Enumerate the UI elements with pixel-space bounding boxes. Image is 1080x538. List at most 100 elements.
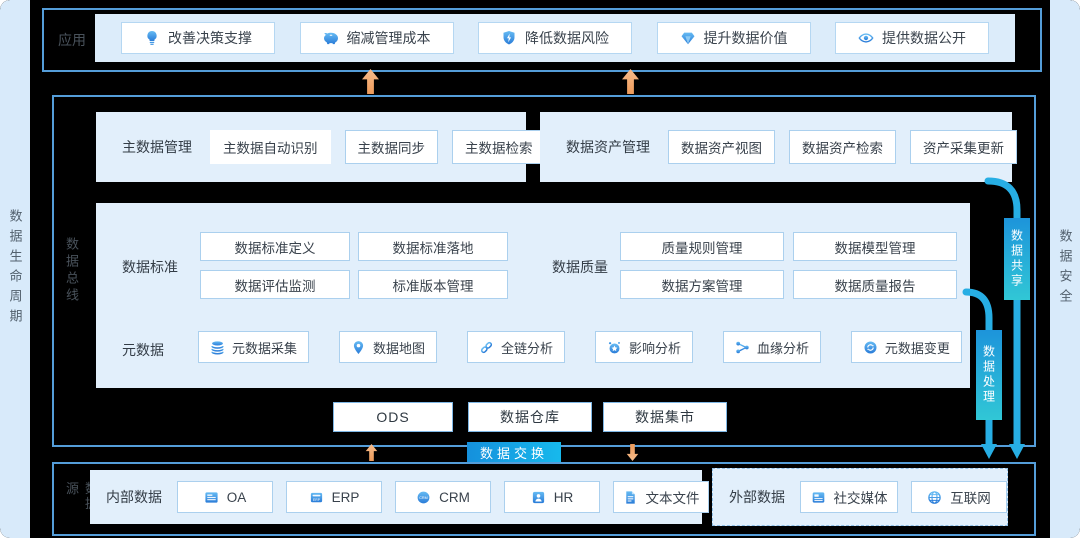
data-exchange-label: 数据交换 [479, 445, 548, 461]
crm-box: CRM CRM [395, 481, 491, 513]
text-file-icon [623, 490, 638, 505]
quality-report-box: 数据质量报告 [793, 270, 957, 299]
reduce-risk-box: 降低数据风险 [478, 22, 632, 54]
up-arrow-left-icon [362, 69, 379, 94]
data-open-label: 提供数据公开 [882, 30, 966, 46]
data-asset-label: 数据资产管理 [566, 139, 650, 155]
database-icon [210, 340, 225, 355]
oa-box: OA [177, 481, 273, 513]
bulb-icon [144, 30, 160, 46]
hr-person-icon [531, 490, 546, 505]
external-data-label: 外部数据 [729, 489, 785, 505]
impact-analysis-label: 影响分析 [628, 340, 681, 356]
master-data-auto-box: 主数据自动识别 [210, 130, 331, 164]
asset-search-box: 数据资产检索 [789, 130, 896, 164]
chain-link-icon [479, 340, 494, 355]
increase-value-label: 提升数据价值 [703, 30, 788, 46]
improve-decision-box: 改善决策支撑 [121, 22, 275, 54]
data-bus-label: 数据总线 [64, 237, 79, 305]
master-data-label: 主数据管理 [122, 139, 192, 155]
metadata-collect-box: 元数据采集 [198, 331, 310, 363]
oa-label: OA [226, 489, 247, 505]
data-mart-box: 数据集市 [603, 402, 727, 432]
data-lifecycle-bar: 数据生命周期 [0, 0, 30, 538]
data-share-label: 数据共享 [1009, 229, 1024, 289]
eye-icon [858, 30, 874, 46]
up-arrow-bottom-icon [364, 444, 379, 461]
social-media-label: 社交媒体 [833, 491, 888, 506]
shield-icon [501, 30, 517, 46]
metadata-collect-label: 元数据采集 [232, 340, 298, 356]
internet-globe-icon [927, 490, 942, 505]
data-warehouse-box: 数据仓库 [468, 402, 592, 432]
impact-icon [607, 340, 622, 355]
data-bus-layer-box: 数据总线 主数据管理 主数据自动识别 主数据同步 主数据检索 数据资产管理 数据… [52, 95, 1036, 447]
piggy-bank-icon [323, 30, 339, 46]
governance-panel: 数据标准 数据标准定义 数据标准落地 数据评估监测 标准版本管理 数据质量 质量… [96, 203, 970, 388]
data-share-badge: 数据共享 [1004, 218, 1030, 300]
metadata-row: 元数据采集 数据地图 全链分析 影响分析 血缘分析 [198, 331, 962, 363]
reduce-cost-label: 缩减管理成本 [346, 30, 431, 46]
master-data-panel: 主数据管理 主数据自动识别 主数据同步 主数据检索 [96, 112, 546, 182]
data-map-box: 数据地图 [338, 331, 437, 363]
increase-value-box: 提升数据价值 [656, 22, 811, 54]
crm-circle-icon: CRM [416, 490, 431, 505]
text-file-box: 文本文件 [613, 481, 709, 513]
up-arrow-right-icon [622, 69, 639, 94]
application-panel: 改善决策支撑 缩减管理成本 降低数据风险 提升数据价值 提供数据公开 [95, 14, 1015, 62]
standard-define-box: 数据标准定义 [200, 232, 350, 261]
application-layer-box: 应用 改善决策支撑 缩减管理成本 降低数据风险 提升数据价值 提供数据公开 [42, 8, 1042, 72]
data-security-label: 数据安全 [1057, 229, 1073, 309]
hr-box: HR [504, 481, 600, 513]
data-security-bar: 数据安全 [1050, 0, 1080, 538]
quality-rule-box: 质量规则管理 [620, 232, 784, 261]
asset-view-box: 数据资产视图 [668, 130, 775, 164]
data-asset-panel: 数据资产管理 数据资产视图 数据资产检索 资产采集更新 [540, 112, 1017, 182]
full-chain-analysis-label: 全链分析 [500, 340, 553, 356]
lineage-analysis-label: 血缘分析 [756, 340, 809, 356]
external-data-panel: 外部数据 社交媒体 互联网 [712, 468, 1008, 526]
internal-data-label: 内部数据 [106, 489, 162, 505]
data-exchange-badge: 数据交换 [467, 442, 561, 462]
data-process-badge: 数据处理 [976, 330, 1002, 420]
quality-plan-box: 数据方案管理 [620, 270, 784, 299]
improve-decision-label: 改善决策支撑 [168, 30, 252, 46]
crm-label: CRM [439, 489, 470, 505]
reduce-cost-box: 缩减管理成本 [299, 22, 454, 54]
lineage-analysis-box: 血缘分析 [722, 331, 821, 363]
internet-label: 互联网 [950, 491, 991, 506]
data-source-layer-box: 数据源 内部数据 OA ERP ERP CRM CRM HR 文本文件 [52, 462, 1036, 536]
metadata-label: 元数据 [122, 342, 164, 358]
map-pin-icon [351, 340, 366, 355]
standard-monitor-box: 数据评估监测 [200, 270, 350, 299]
erp-label: ERP [331, 489, 360, 505]
data-lifecycle-label: 数据生命周期 [7, 209, 23, 329]
hr-label: HR [553, 489, 574, 505]
lineage-icon [735, 340, 750, 355]
change-circle-icon [863, 340, 878, 355]
master-data-search-box: 主数据检索 [452, 130, 546, 164]
standard-version-box: 标准版本管理 [358, 270, 508, 299]
full-chain-analysis-box: 全链分析 [466, 331, 565, 363]
metadata-change-box: 元数据变更 [850, 331, 962, 363]
social-media-box: 社交媒体 [800, 481, 898, 513]
svg-text:CRM: CRM [419, 495, 428, 499]
application-layer-label: 应用 [58, 32, 86, 48]
diamond-icon [680, 30, 696, 46]
data-model-box: 数据模型管理 [793, 232, 957, 261]
erp-box-icon: ERP [309, 490, 324, 505]
reduce-risk-label: 降低数据风险 [525, 30, 609, 46]
master-data-sync-box: 主数据同步 [344, 130, 438, 164]
metadata-change-label: 元数据变更 [884, 340, 950, 356]
standard-landing-box: 数据标准落地 [358, 232, 508, 261]
data-quality-label: 数据质量 [552, 259, 608, 275]
text-file-label: 文本文件 [645, 491, 700, 506]
internet-box: 互联网 [911, 481, 1007, 513]
down-arrow-bottom-icon [625, 444, 640, 461]
data-map-label: 数据地图 [372, 340, 425, 356]
data-standard-label: 数据标准 [122, 259, 178, 275]
oa-doc-icon [204, 490, 219, 505]
asset-collect-box: 资产采集更新 [910, 130, 1017, 164]
erp-box: ERP ERP [286, 481, 382, 513]
